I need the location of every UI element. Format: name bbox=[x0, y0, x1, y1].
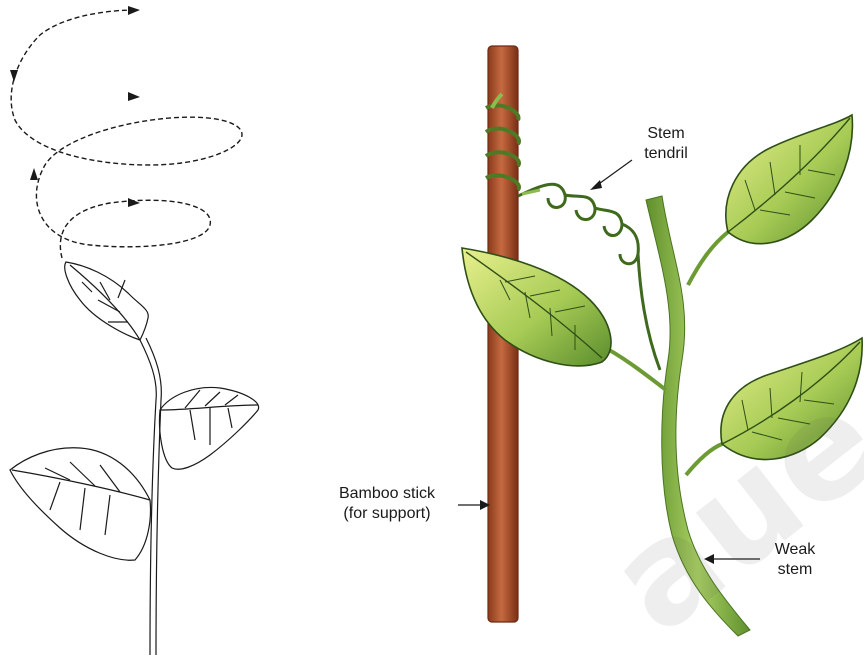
left-lower-leaf bbox=[10, 448, 150, 560]
leaf-mid-right bbox=[721, 338, 862, 459]
arrow-head-left bbox=[10, 70, 18, 82]
arrow-head-lower-left bbox=[30, 168, 38, 180]
left-right-leaf bbox=[160, 387, 259, 469]
arrow-head-top bbox=[128, 6, 140, 15]
weak-stem-label: Weak stem bbox=[760, 540, 830, 580]
arrow-head-lower bbox=[128, 198, 140, 207]
arrow-head-mid bbox=[128, 92, 140, 101]
leaf-left bbox=[462, 248, 611, 366]
left-top-leaf bbox=[65, 262, 148, 340]
bamboo-stick-label: Bamboo stick (for support) bbox=[312, 484, 462, 524]
leaf-top-right bbox=[726, 115, 853, 244]
stem-tendril-label: Stem tendril bbox=[626, 124, 706, 164]
circumnutation-path bbox=[11, 10, 242, 258]
left-plant-drawing bbox=[10, 6, 259, 655]
